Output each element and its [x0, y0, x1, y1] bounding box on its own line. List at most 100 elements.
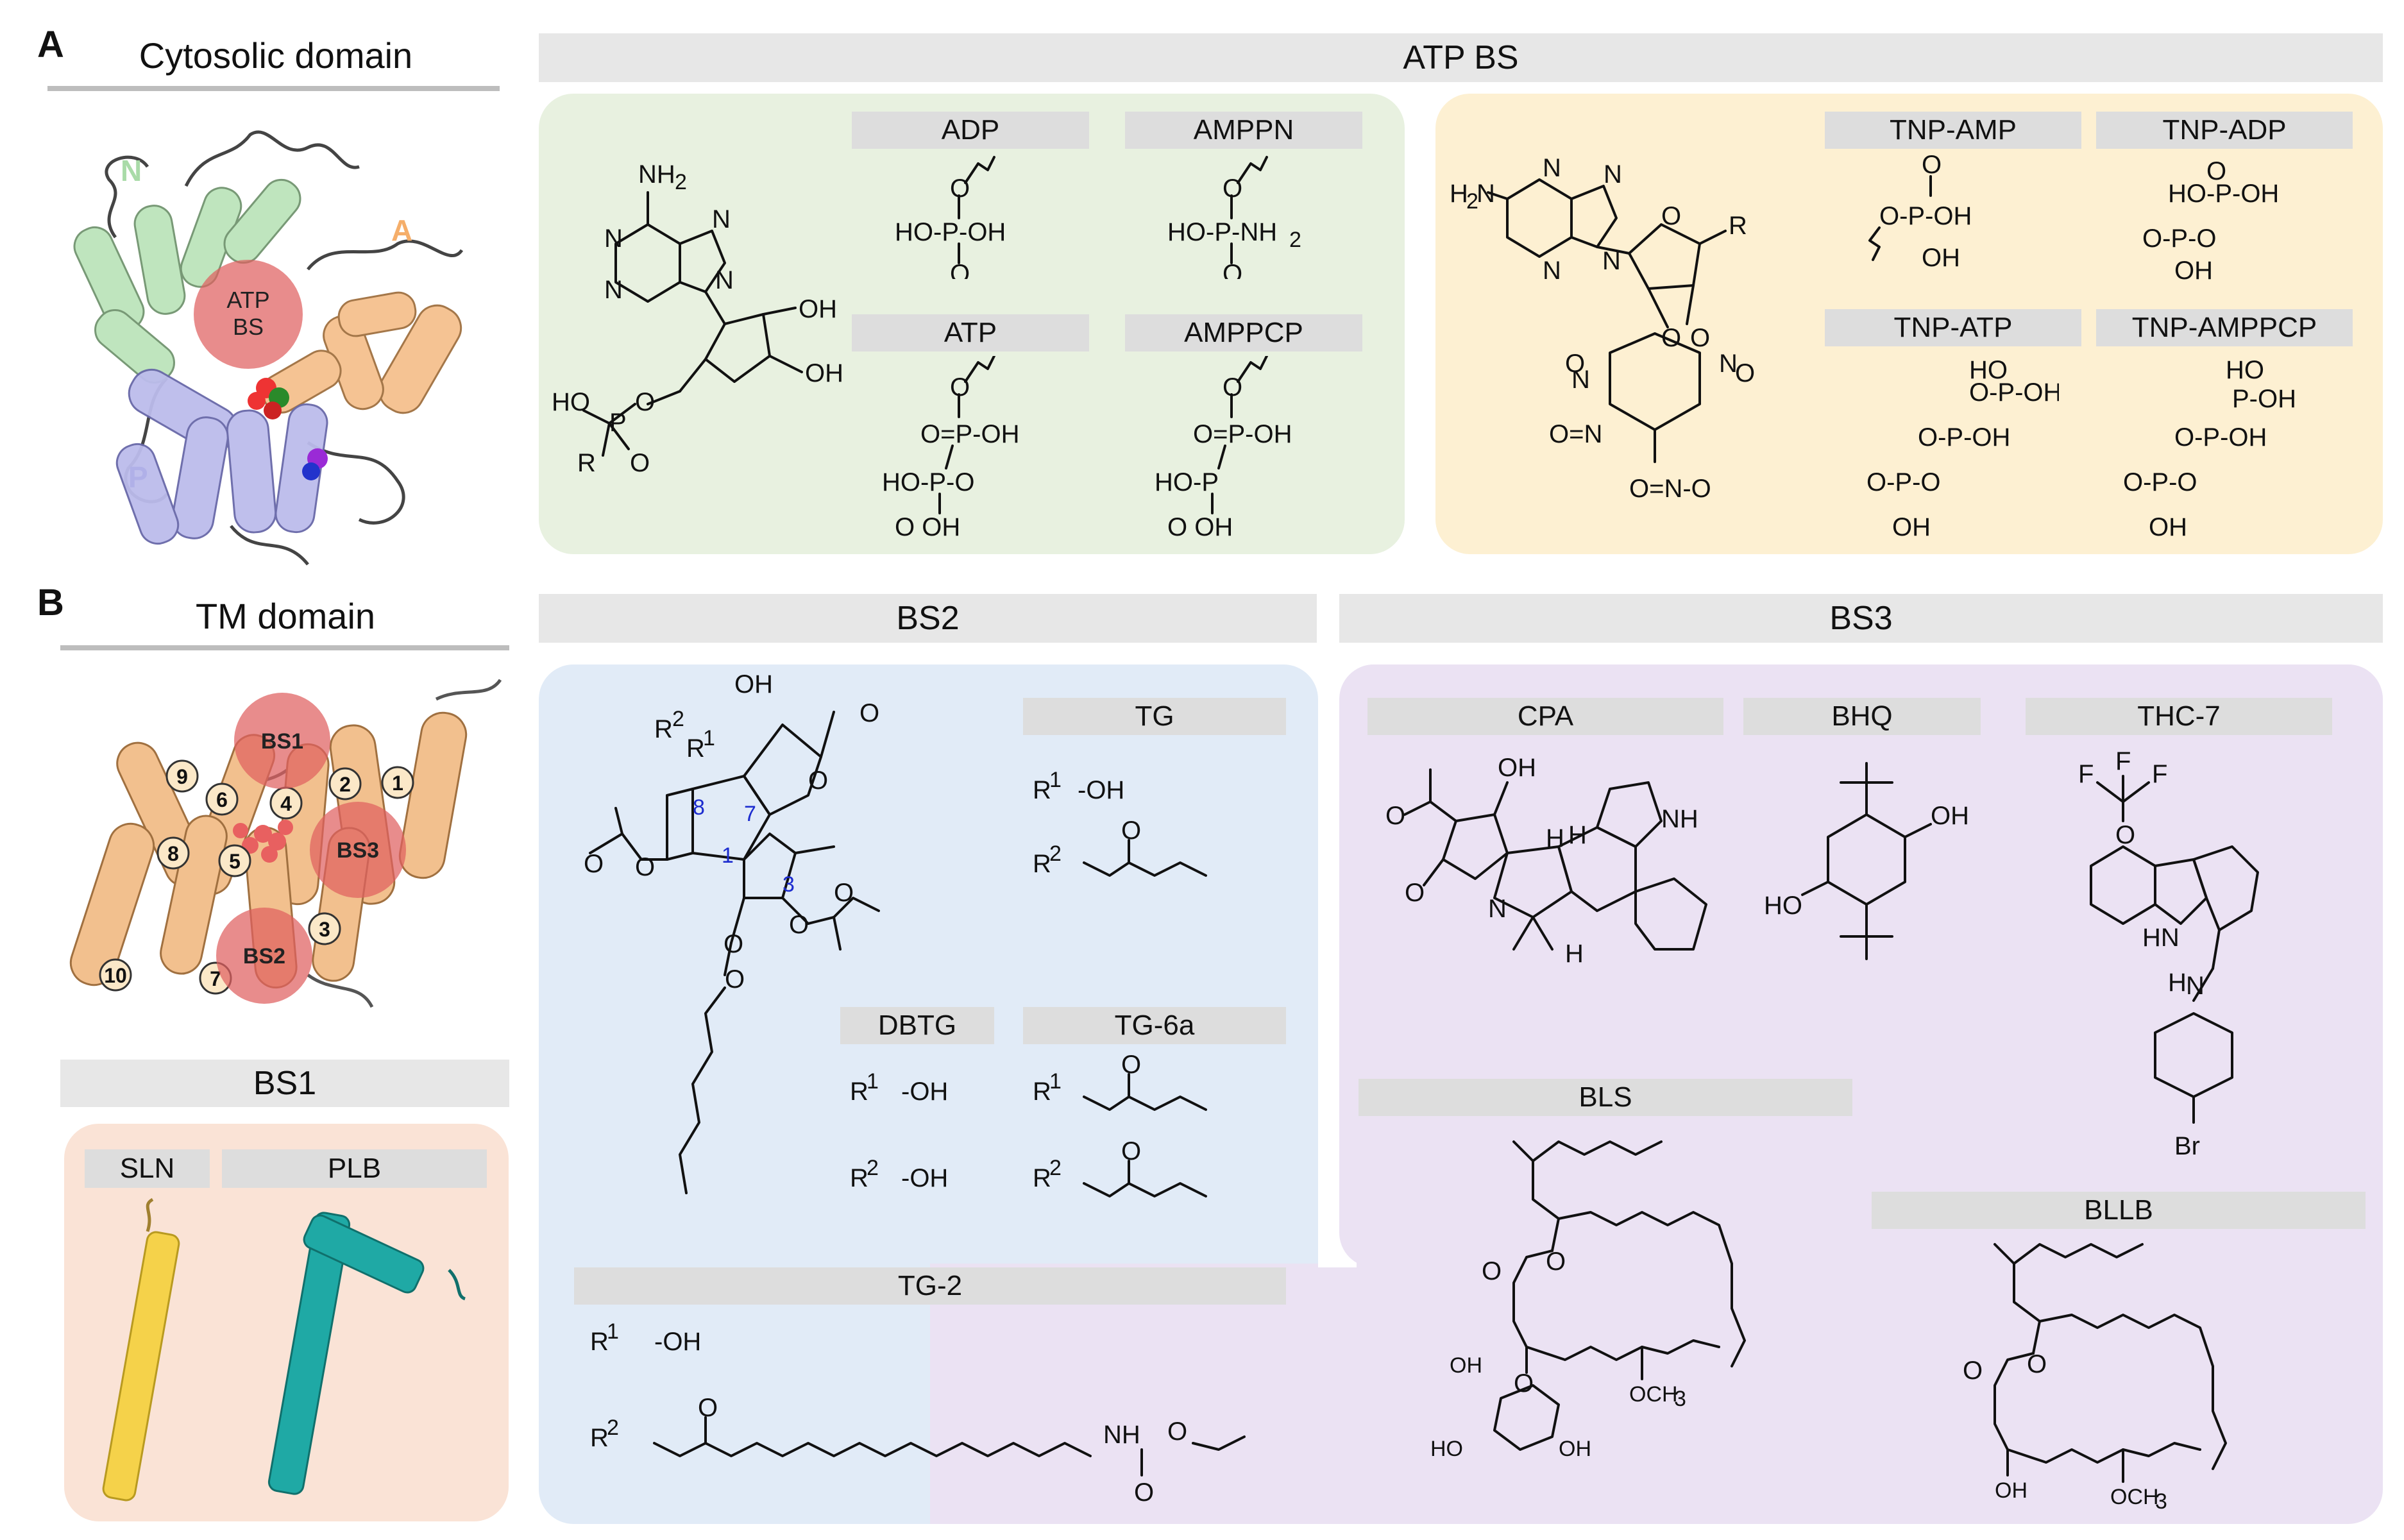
cpa-label: CPA	[1367, 698, 1723, 735]
sln-label: SLN	[85, 1149, 210, 1188]
tg-core-r-sup: 2	[672, 707, 684, 731]
bllb-label: BLLB	[1872, 1192, 2366, 1229]
svg-text:OH: OH	[799, 295, 837, 323]
svg-text:HO: HO	[1430, 1437, 1463, 1461]
r-sup: 2	[867, 1156, 879, 1180]
svg-text:OH: OH	[2149, 513, 2187, 541]
svg-text:O: O	[1514, 1369, 1534, 1398]
svg-text:O: O	[834, 879, 854, 907]
svg-text:HO: HO	[1764, 892, 1802, 920]
svg-text:O: O	[1405, 879, 1425, 907]
r-label: R	[1033, 1078, 1051, 1106]
svg-text:OH: OH	[1922, 244, 1960, 272]
svg-text:N: N	[604, 276, 623, 304]
svg-text:O: O	[1121, 817, 1141, 845]
svg-text:O=P-OH: O=P-OH	[1193, 420, 1292, 448]
tnp-atp-label: TNP-ATP	[1825, 309, 2081, 346]
svg-text:O: O	[1134, 1478, 1154, 1507]
svg-text:HO: HO	[1969, 356, 2008, 384]
a-domain-label: A	[391, 214, 412, 247]
tm-domain-structure: 1 2 3 4 5 6 7 8 9 10 BS1 BS3 BS2	[69, 679, 502, 1008]
adp-label: ADP	[852, 112, 1089, 149]
svg-text:O: O	[1121, 1137, 1141, 1165]
svg-text:N: N	[1543, 257, 1561, 285]
r-label: R	[1033, 850, 1051, 878]
svg-text:O: O	[1661, 202, 1681, 230]
svg-text:O=P-OH: O=P-OH	[920, 420, 1019, 448]
svg-text:-OH: -OH	[901, 1078, 948, 1106]
tg-core-r-label: R	[654, 715, 673, 743]
svg-text:O: O	[2027, 1350, 2047, 1378]
svg-text:OH: OH	[1995, 1478, 2027, 1503]
helix-number: 7	[210, 967, 221, 990]
tnp-adp-structure: O HO-P-OH O-P-O OH	[2142, 157, 2279, 285]
r-label: R	[850, 1078, 868, 1106]
svg-text:Br: Br	[2174, 1132, 2200, 1160]
tnp-amp-label: TNP-AMP	[1825, 112, 2081, 149]
svg-text:OH: OH	[1559, 1437, 1591, 1461]
svg-text:N: N	[1543, 154, 1561, 182]
svg-text:O: O	[1565, 350, 1585, 378]
svg-text:OCH: OCH	[1629, 1382, 1678, 1407]
panel-b-rule	[60, 645, 509, 650]
svg-text:O OH: O OH	[1167, 513, 1233, 541]
plb-label: PLB	[222, 1149, 487, 1188]
svg-text:O: O	[635, 388, 655, 416]
svg-text:NH: NH	[1103, 1421, 1140, 1449]
helix-number: 5	[229, 850, 241, 873]
svg-text:O: O	[1167, 1417, 1187, 1446]
svg-text:R: R	[577, 449, 596, 477]
svg-text:O-P-OH: O-P-OH	[1969, 378, 2059, 407]
tg-core-r-label: R	[686, 734, 705, 763]
svg-text:O: O	[1963, 1357, 1983, 1385]
svg-text:O: O	[1385, 802, 1405, 830]
svg-text:N: N	[1477, 180, 1495, 208]
svg-text:O: O	[1223, 373, 1242, 402]
svg-text:O-P-OH: O-P-OH	[1879, 202, 1972, 230]
svg-text:P: P	[609, 409, 627, 437]
svg-text:O=N: O=N	[1549, 420, 1602, 448]
svg-text:-OH: -OH	[901, 1164, 948, 1192]
bhq-structure: OH HO	[1764, 762, 1969, 960]
svg-text:OH: OH	[805, 359, 843, 387]
svg-text:F: F	[2078, 760, 2094, 788]
svg-text:N: N	[1571, 366, 1590, 394]
svg-text:O: O	[1546, 1248, 1566, 1276]
cytosolic-domain-structure: ATP BS N A P	[73, 130, 464, 566]
thc-7-label: THC-7	[2026, 698, 2332, 735]
r-sup: 1	[607, 1319, 619, 1344]
atp-structure: O O=P-OH HO-P-O O OH	[882, 356, 1019, 541]
svg-text:O: O	[1735, 359, 1755, 387]
svg-text:HO: HO	[2226, 356, 2264, 384]
amppcp-structure: O O=P-OH HO-P O OH	[1155, 356, 1292, 541]
svg-text:O: O	[808, 766, 828, 795]
tg-label: TG	[1023, 698, 1286, 735]
svg-text:O: O	[789, 911, 809, 939]
amppn-label: AMPPN	[1125, 112, 1362, 149]
r-label: R	[590, 1424, 609, 1452]
svg-text:O: O	[1223, 174, 1242, 203]
svg-text:-OH: -OH	[654, 1328, 701, 1356]
adp-structure: O HO-P-OH O	[895, 156, 1006, 279]
dbtg-r-groups: R1 -OH R2 -OH	[850, 1069, 948, 1192]
svg-text:O: O	[635, 853, 655, 881]
atp-bs-header: ATP BS	[539, 33, 2383, 82]
tg-6a-label: TG-6a	[1023, 1007, 1286, 1044]
svg-text:O-P-O: O-P-O	[2123, 468, 2197, 496]
r-sup: 2	[607, 1416, 619, 1440]
helix-number: 2	[339, 773, 351, 796]
svg-text:HO-P-NH: HO-P-NH	[1167, 218, 1277, 246]
svg-text:H: H	[1568, 821, 1587, 849]
svg-text:HO-P-O: HO-P-O	[882, 468, 974, 496]
thapsigargin-structure: OH O O R 2 R 1 8 7 1 3 O O O O O O	[584, 670, 880, 1194]
helix-number: 1	[392, 772, 403, 795]
helix-number: 6	[216, 788, 228, 811]
svg-text:O-P-O: O-P-O	[2142, 224, 2217, 253]
svg-text:OCH: OCH	[2110, 1485, 2159, 1509]
svg-text:R: R	[1729, 212, 1747, 240]
svg-text:O: O	[950, 174, 970, 203]
svg-text:O: O	[698, 1394, 718, 1422]
